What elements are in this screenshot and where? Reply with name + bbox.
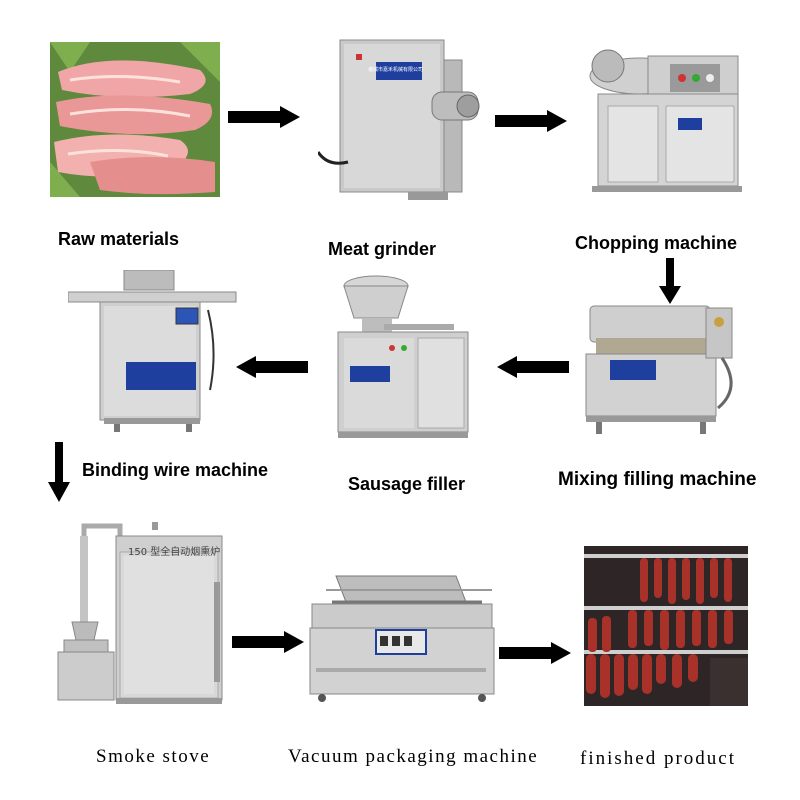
sausage-filler-image — [328, 268, 478, 450]
arrow-right-icon — [495, 110, 567, 132]
label-vacuum-packaging-machine: Vacuum packaging machine — [288, 746, 539, 767]
vacuum-packaging-machine-image — [306, 572, 496, 704]
label-meat-grinder: Meat grinder — [328, 239, 437, 259]
arrow-left-icon — [236, 356, 308, 378]
arrow-right-icon — [228, 106, 300, 128]
label-finished-product: finished product — [580, 748, 737, 769]
smoke-stove-header-text: 150 型全自动烟熏炉 — [128, 547, 221, 558]
arrow-right-icon — [499, 642, 571, 664]
label-chopping-machine: Chopping machine — [575, 233, 737, 253]
arrow-right-icon — [232, 631, 304, 653]
meat-grinder-image — [318, 32, 486, 202]
arrow-down-icon — [48, 442, 70, 502]
label-sausage-filler: Sausage filler — [348, 474, 466, 494]
chopping-machine-image — [578, 36, 748, 196]
arrow-left-icon — [497, 356, 569, 378]
binding-wire-machine-image — [68, 270, 238, 434]
label-mixing-filling-machine: Mixing filling machine — [558, 469, 757, 490]
label-smoke-stove: Smoke stove — [96, 746, 211, 767]
mixing-filling-machine-image — [582, 298, 744, 436]
smoke-stove-image — [50, 522, 226, 706]
label-binding-wire-machine: Binding wire machine — [82, 460, 269, 480]
machine-plate-text: 诸城市嘉禾机械有限公司 — [368, 67, 424, 73]
label-raw-materials: Raw materials — [58, 229, 180, 249]
raw-materials-image — [50, 42, 220, 197]
finished-product-image — [584, 546, 748, 706]
arrow-down-icon — [659, 258, 681, 304]
